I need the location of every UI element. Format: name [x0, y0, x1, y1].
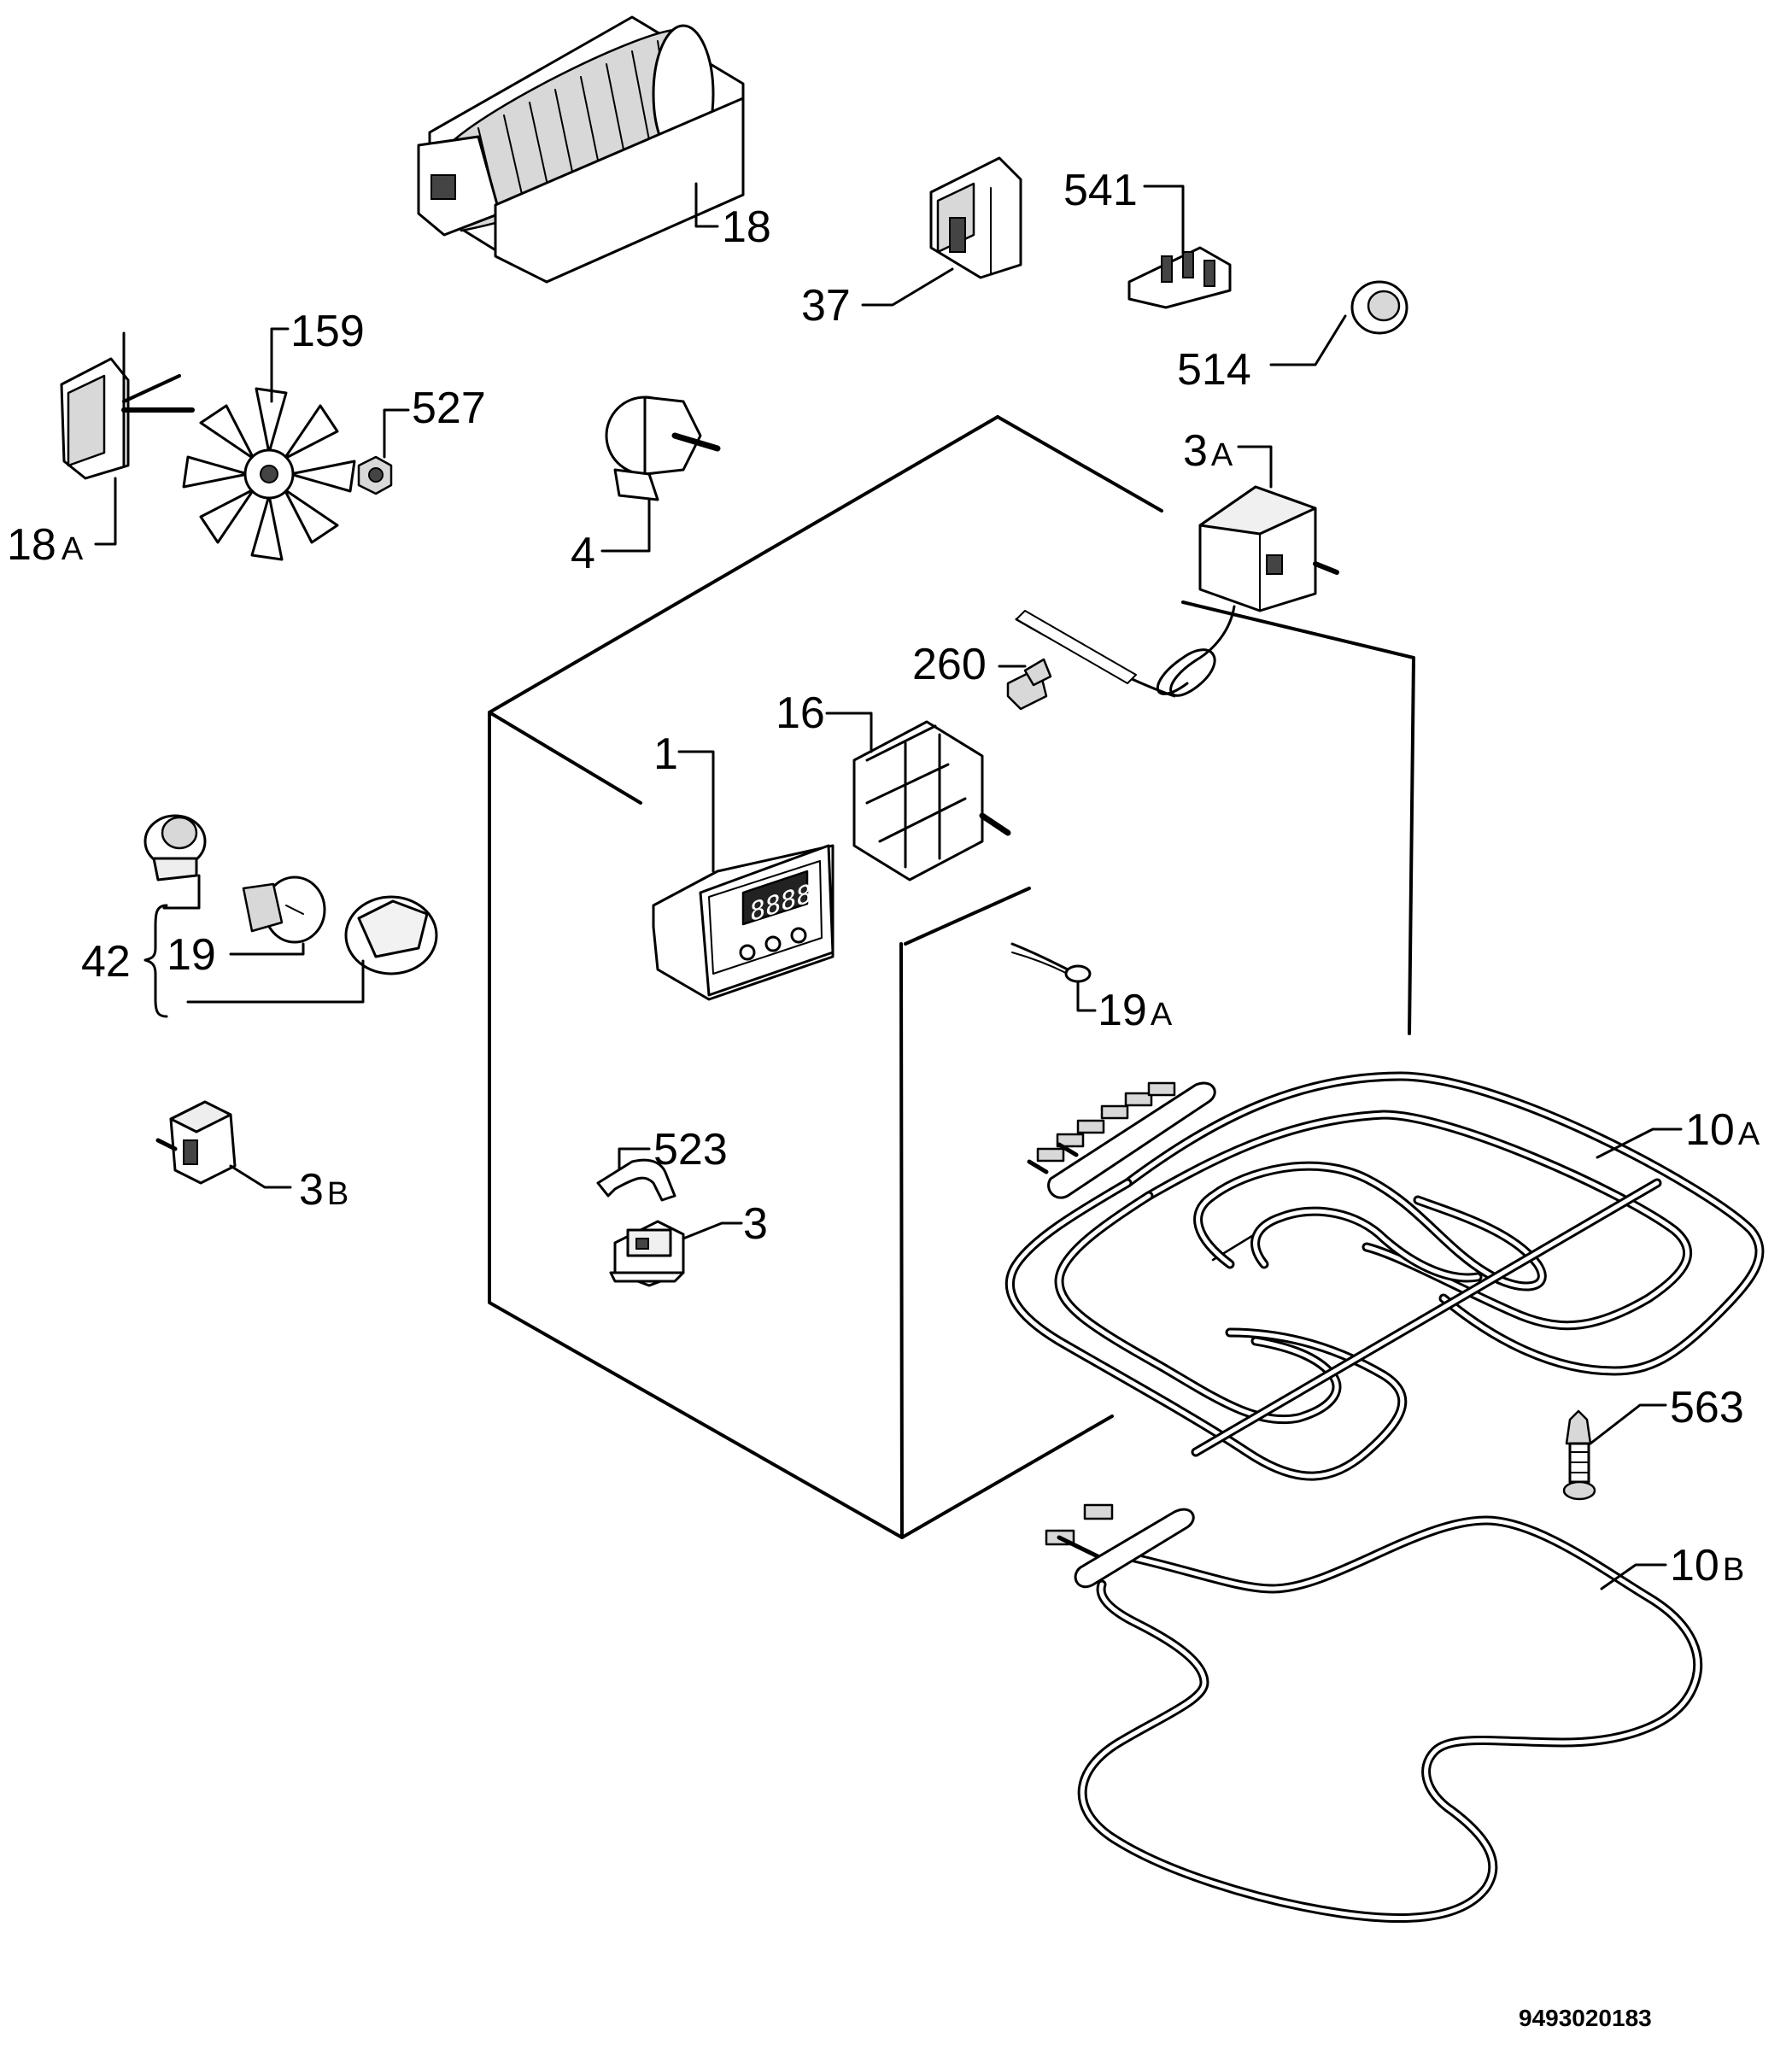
leader-3a	[1237, 445, 1273, 489]
nut-part-527	[357, 455, 393, 495]
grommet-part-514	[1350, 280, 1408, 335]
lamp-holder-part-42	[143, 814, 207, 882]
safety-thermostat-part-3b	[155, 1100, 237, 1185]
leader-10b	[1600, 1563, 1667, 1590]
grill-element-part-10a	[1004, 1071, 1765, 1481]
label-18: 18	[722, 202, 771, 252]
oven-cabinet	[488, 415, 1415, 1539]
tangential-fan-part-18	[417, 15, 745, 284]
lower-element-part-10b	[1045, 1503, 1703, 1924]
leader-514	[1269, 314, 1347, 366]
leader-10a	[1596, 1128, 1683, 1159]
label-563: 563	[1670, 1383, 1744, 1432]
label-514: 514	[1177, 345, 1251, 395]
leader-523	[618, 1147, 651, 1170]
label-1: 1	[653, 729, 678, 779]
leader-18a	[94, 477, 117, 546]
screw-part-563	[1562, 1409, 1596, 1501]
label-42: 42	[81, 937, 131, 987]
leader-37	[861, 267, 954, 307]
leader-541	[1143, 184, 1185, 255]
label-4: 4	[571, 529, 595, 578]
selector-switch-part-16	[852, 720, 1011, 882]
electronic-timer-part-1: 8888	[652, 844, 835, 1001]
leader-3	[682, 1221, 743, 1240]
probe-part-19a	[1010, 942, 1092, 983]
leader-3b	[229, 1164, 292, 1189]
terminal-block-part-541	[1127, 246, 1232, 309]
leader-159	[270, 327, 290, 403]
fan-wheel-part-159	[182, 387, 356, 561]
leader-527	[383, 408, 410, 459]
leader-4	[600, 498, 651, 553]
label-541: 541	[1063, 166, 1138, 215]
leader-19a	[1076, 981, 1097, 1012]
thermostat-part-3	[609, 1220, 685, 1287]
motor-part-4	[605, 395, 721, 501]
thermostat-part-3a	[1015, 485, 1339, 698]
leader-18	[694, 182, 719, 228]
lamp-bulb-part-19	[242, 876, 326, 944]
label-159: 159	[290, 307, 365, 356]
leader-1	[677, 750, 715, 873]
leader-19	[229, 942, 305, 956]
label-37: 37	[801, 281, 851, 331]
leader-563	[1589, 1403, 1667, 1445]
leader-42-cover	[186, 959, 365, 1004]
bracket-42	[143, 904, 168, 1018]
clip-part-523	[596, 1158, 676, 1202]
label-527: 527	[412, 384, 486, 433]
drawing-code: 9493020183	[1519, 2005, 1652, 2031]
connector-part-260	[1006, 658, 1052, 711]
switch-part-37	[929, 156, 1022, 279]
label-16: 16	[776, 688, 825, 738]
leader-42-holder	[162, 874, 201, 910]
label-19: 19	[167, 930, 216, 980]
fan-motor-part-18a	[60, 331, 195, 480]
lamp-cover-part-42	[344, 895, 438, 975]
label-3: 3	[743, 1199, 768, 1249]
leader-16	[825, 712, 873, 753]
label-523: 523	[653, 1125, 728, 1174]
label-260: 260	[912, 640, 987, 689]
